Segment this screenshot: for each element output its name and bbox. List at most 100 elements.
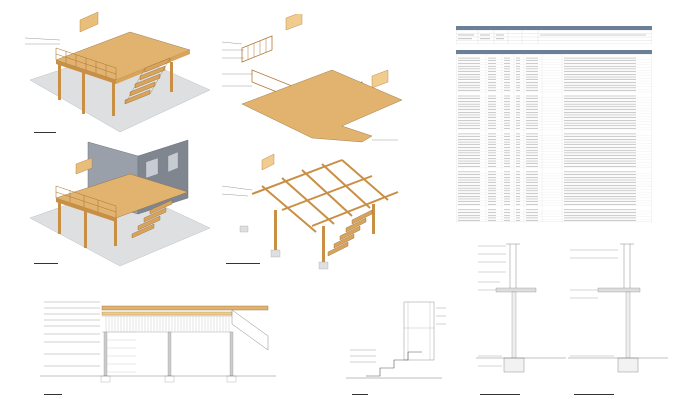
railing bbox=[620, 243, 634, 288]
deck-post bbox=[511, 291, 517, 363]
leader-lines bbox=[44, 301, 100, 367]
schedule-row bbox=[456, 101, 652, 103]
schedule-row bbox=[456, 214, 652, 217]
leader-lines bbox=[570, 249, 618, 357]
schedule-row bbox=[456, 212, 652, 214]
deck-post bbox=[170, 62, 173, 92]
schedule-row bbox=[456, 82, 652, 84]
schedule-row bbox=[456, 204, 652, 206]
schedule-row bbox=[456, 65, 652, 68]
railing bbox=[506, 243, 520, 288]
schedule-row bbox=[456, 136, 652, 139]
deck-beam bbox=[101, 305, 269, 311]
decking-surface bbox=[241, 69, 403, 143]
privacy-screen bbox=[261, 153, 275, 171]
deck-post bbox=[112, 82, 115, 116]
schedule-row bbox=[456, 60, 652, 63]
schedule-row bbox=[456, 144, 652, 147]
section-detail-2 bbox=[568, 243, 668, 373]
schedule-row bbox=[456, 196, 652, 198]
schedule-table-large bbox=[456, 50, 652, 222]
schedule-row bbox=[456, 98, 652, 101]
railing-panel bbox=[241, 35, 273, 63]
schedule-row bbox=[456, 190, 652, 193]
schedule-row bbox=[456, 63, 652, 65]
schedule-row bbox=[456, 217, 652, 220]
stair-railing bbox=[231, 309, 269, 351]
schedule-header bbox=[456, 26, 652, 30]
schedule-row bbox=[456, 106, 652, 109]
privacy-screen bbox=[75, 157, 93, 175]
stair bbox=[131, 199, 173, 239]
footing bbox=[100, 375, 111, 383]
schedule-row bbox=[456, 57, 652, 60]
exploded-view bbox=[222, 14, 403, 270]
schedule-row bbox=[456, 128, 652, 130]
schedule-row bbox=[456, 74, 652, 76]
footing bbox=[164, 375, 175, 383]
schedule-header bbox=[456, 50, 652, 54]
leader-lines bbox=[478, 245, 506, 367]
deck-post bbox=[625, 291, 631, 363]
deck-post bbox=[167, 331, 172, 377]
section-detail-1 bbox=[476, 243, 566, 373]
deck-post bbox=[58, 62, 61, 100]
guard-post bbox=[403, 301, 435, 361]
deck-post bbox=[114, 218, 117, 246]
schedule-row bbox=[456, 120, 652, 122]
deck-beam bbox=[101, 311, 233, 316]
view-title-7 bbox=[574, 393, 614, 395]
schedule-row bbox=[456, 117, 652, 120]
schedule-row bbox=[456, 160, 652, 163]
deck-post bbox=[229, 331, 234, 377]
view-title-6 bbox=[480, 393, 520, 395]
schedule-row bbox=[456, 152, 652, 155]
schedule-row bbox=[456, 68, 652, 71]
schedule-row bbox=[456, 179, 652, 182]
railing-balusters bbox=[105, 316, 230, 332]
deck-post bbox=[103, 331, 108, 377]
deck-post bbox=[84, 208, 87, 248]
railing bbox=[55, 47, 117, 80]
view-title-2 bbox=[34, 262, 58, 264]
schedule-row bbox=[456, 209, 652, 212]
stair-detail bbox=[346, 301, 446, 379]
window bbox=[167, 151, 179, 173]
deck-isometric-view bbox=[24, 11, 211, 133]
schedule-row bbox=[456, 158, 652, 160]
footing bbox=[239, 225, 249, 233]
schedule-row bbox=[456, 90, 652, 93]
leader-lines bbox=[222, 41, 398, 197]
footing bbox=[318, 261, 329, 270]
schedule-row bbox=[456, 220, 652, 222]
schedule-row bbox=[456, 112, 652, 114]
schedule-row bbox=[456, 71, 652, 74]
deck-fascia bbox=[56, 60, 116, 84]
leader-lines bbox=[350, 307, 446, 363]
view-title-5 bbox=[352, 393, 368, 395]
stair bbox=[327, 209, 373, 257]
schedule-row bbox=[456, 141, 652, 144]
schedule-table-small bbox=[456, 26, 652, 44]
view-title-4 bbox=[44, 393, 62, 395]
footing bbox=[617, 357, 639, 373]
schedule-row bbox=[456, 109, 652, 112]
schedule-row bbox=[456, 171, 652, 174]
schedule-row bbox=[456, 84, 652, 87]
footing bbox=[270, 249, 281, 258]
deck-fascia bbox=[56, 198, 116, 222]
schedule-row bbox=[456, 114, 652, 117]
schedule-rows bbox=[456, 54, 652, 222]
railing bbox=[55, 185, 117, 218]
schedule-row bbox=[456, 201, 652, 204]
schedule-row bbox=[456, 133, 652, 136]
schedule-row bbox=[456, 198, 652, 201]
railing-balusters bbox=[247, 38, 267, 59]
footing bbox=[226, 375, 237, 383]
railing-panel bbox=[371, 69, 389, 89]
window bbox=[145, 157, 159, 179]
schedule-row bbox=[456, 177, 652, 179]
footing bbox=[503, 357, 525, 373]
schedule-row bbox=[456, 163, 652, 166]
deck-with-house-view bbox=[29, 139, 211, 267]
